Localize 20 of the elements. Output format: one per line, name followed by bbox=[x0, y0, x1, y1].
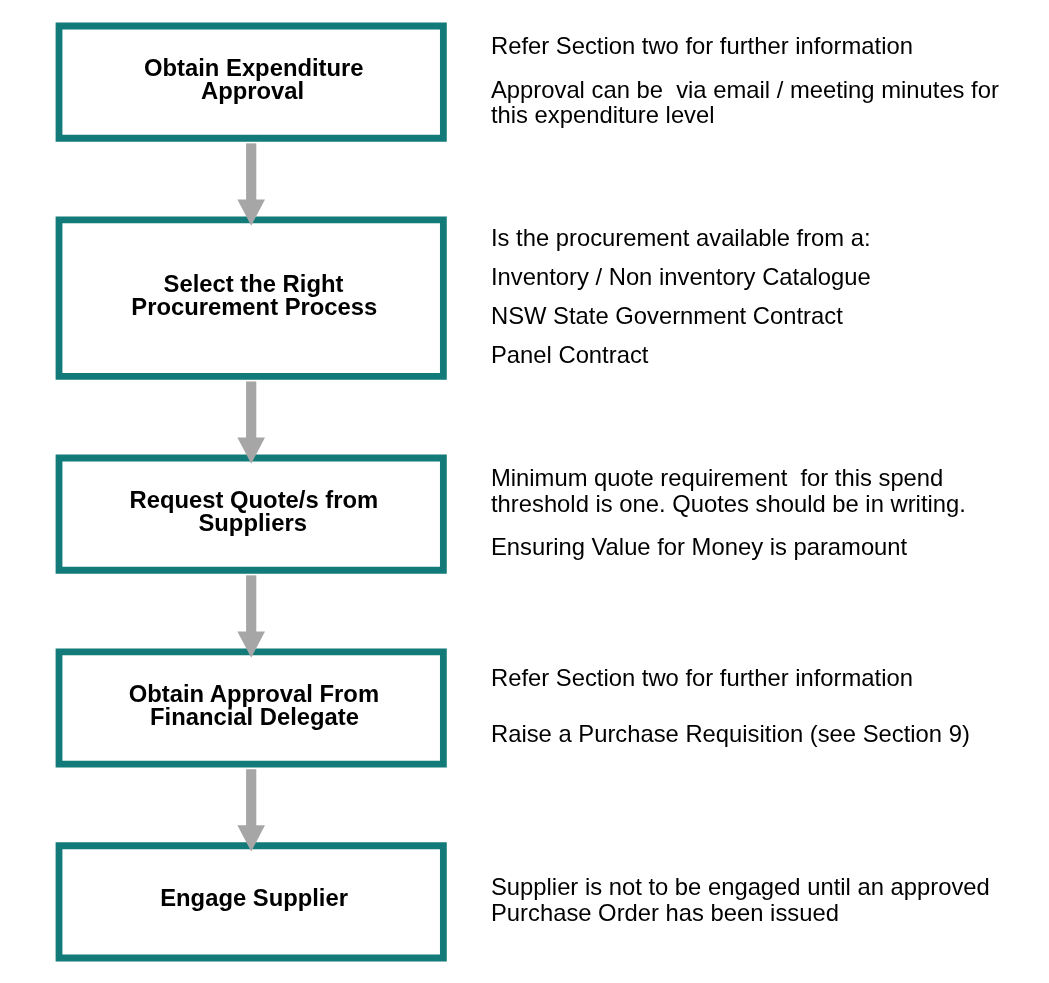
arrow bbox=[236, 142, 265, 226]
arrow bbox=[236, 768, 265, 852]
arrow bbox=[236, 574, 265, 658]
node-label: Raise a Purchase Requisition (see Section 9) bbox=[490, 719, 970, 747]
node-label: NSW State Government Contract bbox=[490, 301, 843, 329]
node-box: Obtain Approval From Financial Delegate bbox=[55, 647, 447, 767]
node-label: Inventory / Non inventory Catalogue bbox=[490, 262, 871, 290]
node-box: Engage Supplier bbox=[55, 841, 447, 961]
arrow bbox=[236, 380, 265, 464]
node-label: Supplier is not to be engaged until an approved Purchase Order has been issued bbox=[490, 872, 990, 926]
node-box: Select the Right Procurement Process bbox=[55, 216, 447, 380]
node-box: Request Quote/s from Suppliers bbox=[55, 454, 447, 574]
node-box: Obtain Expenditure Approval bbox=[55, 22, 447, 142]
node-label: Is the procurement available from a: bbox=[490, 223, 871, 251]
node-label: Refer Section two for further information bbox=[490, 663, 913, 691]
node-label: Ensuring Value for Money is paramount bbox=[490, 532, 907, 560]
node-label: Refer Section two for further information bbox=[490, 31, 913, 59]
node-label: Approval can be via email / meeting minutes for this expenditure level bbox=[490, 75, 999, 128]
node-label: Panel Contract bbox=[490, 340, 648, 368]
node-label: Minimum quote requirement for this spend threshold is one. Quotes should be in writing. bbox=[490, 463, 966, 517]
